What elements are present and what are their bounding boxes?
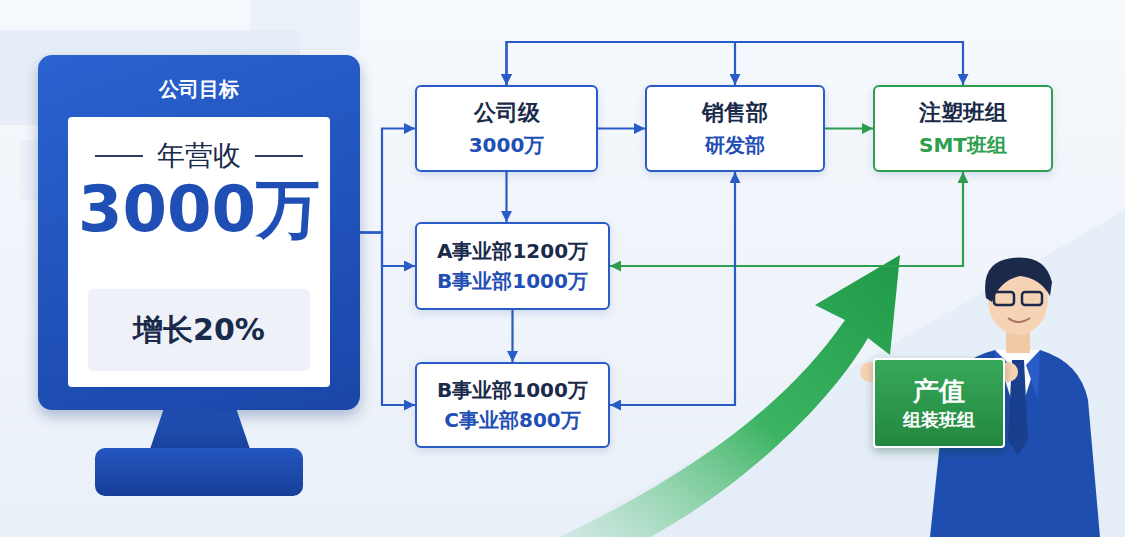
node-text: SMT班组	[919, 133, 1007, 157]
node-text: B事业部1000万	[437, 269, 588, 293]
monitor-neck	[148, 405, 252, 455]
held-sign: 产值组装班组	[873, 358, 1005, 448]
node-text: 公司目标	[38, 77, 360, 101]
node-text: 增长20%	[133, 312, 265, 348]
team-box: 注塑班组 SMT班组	[873, 85, 1053, 172]
growth-arrow	[560, 255, 900, 537]
node-text: 注塑班组	[919, 100, 1007, 126]
connector-arrow	[598, 127, 645, 129]
connector-arrow	[511, 310, 513, 362]
connector-arrow	[825, 127, 873, 129]
connector-arrow	[610, 172, 735, 405]
node-text: C事业部800万	[444, 408, 580, 432]
monitor-base	[95, 448, 303, 496]
bg-band	[560, 210, 1125, 537]
connector-arrow	[360, 233, 415, 406]
node-text: 公司级	[474, 100, 540, 126]
connector-arrow	[507, 42, 736, 85]
connector-arrow	[505, 172, 507, 222]
process-box: 销售部研发部	[645, 85, 825, 172]
goal-panel: 增长20% 年营收3000万	[68, 117, 330, 387]
connector-arrow	[507, 42, 964, 85]
connector-arrow	[360, 233, 415, 267]
node-text: 3000万	[68, 173, 330, 247]
node-text: 研发部	[705, 133, 765, 157]
node-text: 销售部	[702, 100, 768, 126]
connector-arrow	[360, 129, 415, 233]
smile	[1008, 318, 1030, 322]
node-text: 年营收	[68, 139, 330, 173]
process-box: 公司级 3000万	[415, 85, 598, 172]
node-text: 3000万	[469, 133, 545, 157]
node-text: A事业部1200万	[437, 239, 588, 263]
node-text: 产值	[913, 376, 965, 407]
glasses	[994, 292, 1014, 305]
division-box: A事业部1200万 B事业部1000万	[415, 222, 610, 310]
node-text: B事业部1000万	[437, 378, 588, 402]
node-text: 组装班组	[903, 409, 975, 431]
bg-panel	[250, 0, 360, 50]
monitor-screen: 增长20% 年营收3000万 公司目标	[38, 55, 360, 410]
businessman	[860, 258, 1100, 537]
glasses	[1022, 292, 1042, 305]
division-box: B事业部1000万 C事业部800万	[415, 362, 610, 448]
connector-arrow	[610, 172, 963, 266]
growth-box: 增长20%	[88, 289, 310, 371]
